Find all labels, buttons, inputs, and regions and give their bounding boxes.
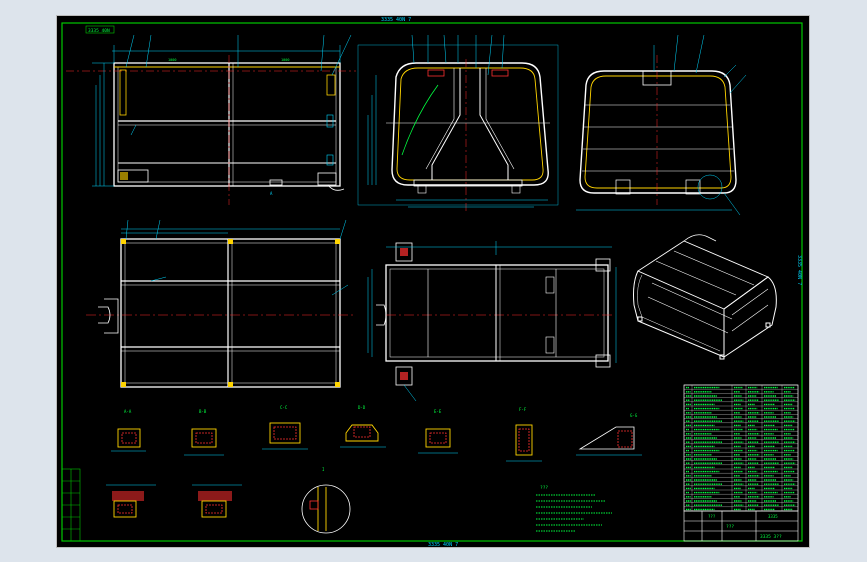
section-detail-9[interactable] xyxy=(192,484,242,518)
bottom-margin-code: 3335 40N 7 xyxy=(428,542,458,548)
section-detail-2[interactable]: B-B xyxy=(184,409,224,456)
section-detail-3[interactable]: C-C xyxy=(262,405,308,450)
drawing-canvas[interactable]: 3335 40N 7 3335 40N 7 3335 40N 7 3335 40… xyxy=(56,15,810,548)
svg-text:A-A: A-A xyxy=(124,409,132,414)
title-block[interactable] xyxy=(683,510,799,542)
svg-text:I: I xyxy=(322,467,325,472)
inner-drawing-frame xyxy=(61,22,803,542)
svg-text:1000: 1000 xyxy=(168,58,176,62)
section-detail-6[interactable]: F-F xyxy=(506,407,542,462)
section-detail-1[interactable]: A-A xyxy=(111,409,146,452)
title-block-label-left: ??? xyxy=(708,514,716,519)
svg-text:F-F: F-F xyxy=(519,407,527,412)
section-details-row-2[interactable]: I xyxy=(106,467,351,534)
section-details-row[interactable]: A-A B-B C-C D-D xyxy=(111,405,642,462)
title-block-label-right: 3335 xyxy=(768,514,778,519)
view-side-section[interactable] xyxy=(357,34,559,211)
revision-block xyxy=(61,468,81,542)
title-block-drawing-number: 3335 3?? xyxy=(760,534,782,540)
svg-text:C-C: C-C xyxy=(280,405,288,410)
svg-text:B-B: B-B xyxy=(199,409,207,414)
top-left-tag: 3335 40N xyxy=(88,28,110,34)
top-left-tag-box xyxy=(85,25,115,34)
svg-text:G-G: G-G xyxy=(630,413,638,418)
right-margin-code: 3335 40N 7 xyxy=(796,255,802,285)
title-block-drawing-title: ??? xyxy=(726,524,734,530)
notes-heading: ??? xyxy=(540,485,548,491)
drawing-sheet[interactable]: 3335 40N 7 3335 40N 7 3335 40N 7 3335 40… xyxy=(56,15,810,548)
outer-sheet-border xyxy=(56,15,810,548)
view-end[interactable] xyxy=(576,34,747,216)
top-margin-code: 3335 40N 7 xyxy=(381,17,411,23)
svg-text:1000: 1000 xyxy=(281,58,289,62)
section-detail-4[interactable]: D-D xyxy=(340,405,386,448)
section-detail-8[interactable] xyxy=(106,484,156,518)
svg-text:E-E: E-E xyxy=(434,409,442,414)
section-detail-5[interactable]: E-E xyxy=(418,409,458,454)
view-front-elevation[interactable]: 1000 1000 A xyxy=(66,34,356,205)
view-isometric[interactable] xyxy=(633,234,777,360)
svg-text:D-D: D-D xyxy=(358,405,366,410)
section-detail-7[interactable]: G-G xyxy=(576,413,642,456)
view-bottom-plan[interactable] xyxy=(367,241,617,402)
parts-list-table[interactable] xyxy=(683,384,799,512)
svg-text:A: A xyxy=(270,191,273,196)
view-plan[interactable] xyxy=(86,219,354,388)
section-detail-circle[interactable]: I xyxy=(301,467,351,534)
technical-notes: ??? xyxy=(536,485,612,532)
